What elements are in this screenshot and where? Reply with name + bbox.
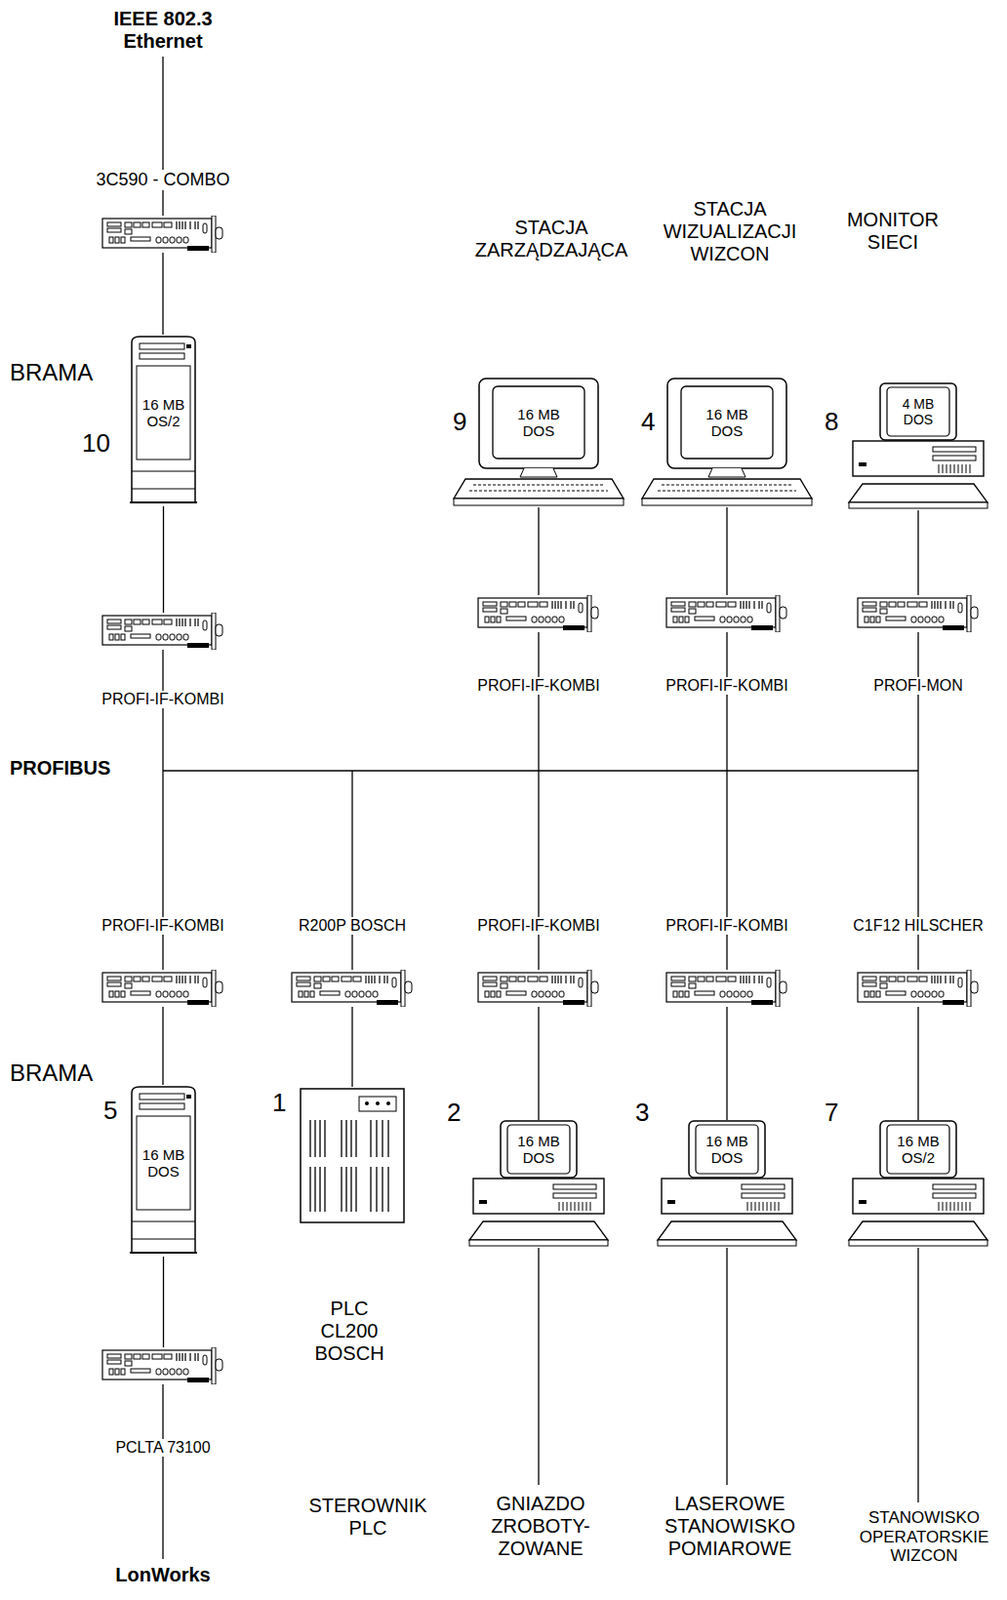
callout-number: 3 (635, 1098, 649, 1128)
network-card: PROFI-IF-KOMBI (477, 595, 601, 633)
network-name: IEEE 802.3 Ethernet (104, 7, 222, 53)
memory-os-label: 4 MB DOS (890, 396, 946, 428)
card-picture (665, 969, 789, 1007)
station-line (725, 1248, 727, 1486)
plc-picture (298, 1087, 406, 1225)
station-title: STACJA ZARZĄDZAJĄCA (475, 216, 629, 262)
station-line (537, 1248, 539, 1486)
gateway-computer: BRAMA516 MB DOS (127, 1085, 200, 1257)
network-card: 3C590 - COMBO (101, 215, 225, 253)
link-line (162, 506, 164, 613)
link-line (161, 1007, 163, 1086)
station-title: STEROWNIK PLC (308, 1494, 427, 1540)
card-label: PROFI-IF-KOMBI (474, 917, 603, 935)
memory-os-label: 16 MB DOS (135, 1146, 193, 1181)
device-label: PLC CL200 BOSCH (314, 1297, 384, 1366)
plc-cabinet: 1PLC CL200 BOSCHSTEROWNIK PLC (298, 1087, 406, 1225)
station-title: STACJA WIZUALIZACJI WIZCON (663, 198, 798, 266)
network-card: C1F12 HILSCHER (856, 969, 980, 1007)
workstation: 716 MB OS/2STANOWISKO OPERATORSKIE WIZCO… (845, 1120, 992, 1249)
card-label: PROFI-IF-KOMBI (662, 917, 791, 935)
callout-number: 4 (641, 407, 655, 438)
link-line (725, 507, 727, 596)
monitor-picture (640, 377, 814, 508)
link-line (351, 1007, 353, 1088)
network-card: PROFI-IF-KOMBI (665, 969, 789, 1007)
network-name: LonWorks (115, 1564, 210, 1587)
link-line (917, 510, 919, 596)
callout-number: 2 (446, 1098, 461, 1128)
card-label: PROFI-IF-KOMBI (98, 917, 227, 935)
card-label: PROFI-MON (870, 677, 967, 695)
network-card: PROFI-IF-KOMBI (665, 595, 789, 633)
station-title: GNIAZDO ZROBOTY- ZOWANE (490, 1492, 591, 1561)
card-label: PROFI-IF-KOMBI (474, 677, 603, 695)
card-label: PCLTA 73100 (112, 1439, 213, 1457)
link-line (161, 252, 163, 335)
station-title: STANOWISKO OPERATORSKIE WIZCON (859, 1508, 990, 1567)
card-label: 3C590 - COMBO (92, 169, 233, 191)
memory-os-label: 16 MB DOS (510, 405, 567, 441)
station-title: BRAMA (9, 359, 93, 387)
card-label: C1F12 HILSCHER (849, 917, 986, 935)
link-line (162, 1256, 164, 1348)
link-line (537, 507, 539, 596)
card-picture (101, 215, 225, 253)
memory-os-label: 16 MB DOS (510, 1132, 567, 1168)
card-label: R200P BOSCH (295, 917, 409, 935)
network-card: PROFI-IF-KOMBI (477, 969, 601, 1007)
callout-number: 8 (824, 407, 839, 438)
callout-number: 9 (452, 407, 467, 438)
station-line (917, 1248, 919, 1503)
network-card: PCLTA 73100 (101, 1347, 225, 1385)
card-label: PROFI-IF-KOMBI (662, 677, 791, 695)
memory-os-label: 16 MB DOS (698, 405, 756, 441)
card-picture (477, 969, 601, 1007)
card-picture (856, 969, 980, 1007)
network-card: R200P BOSCH (290, 969, 414, 1007)
workstation: STACJA ZARZĄDZAJĄCA916 MB DOS (451, 377, 626, 508)
card-picture (477, 595, 601, 633)
station-title: BRAMA (9, 1059, 93, 1088)
link-line (917, 1007, 919, 1121)
memory-os-label: 16 MB OS/2 (135, 396, 193, 431)
link-line (725, 1007, 727, 1121)
network-name: PROFIBUS (9, 757, 111, 780)
station-title: LASEROWE STANOWISKO POMIAROWE (664, 1492, 796, 1561)
callout-number: 10 (81, 429, 111, 459)
callout-number: 1 (272, 1088, 286, 1119)
lonworks-line (161, 1384, 163, 1560)
network-card: PROFI-IF-KOMBI (101, 612, 225, 650)
callout-number: 7 (824, 1098, 839, 1128)
card-picture (101, 1347, 225, 1385)
card-picture (290, 969, 414, 1007)
network-card: PROFI-MON (856, 595, 980, 633)
monitor-picture (451, 377, 626, 508)
card-picture (101, 969, 225, 1007)
card-picture (101, 612, 225, 650)
bus-drop (351, 770, 353, 970)
gateway-computer: BRAMA1016 MB OS/2 (127, 334, 200, 507)
memory-os-label: 16 MB DOS (698, 1132, 756, 1168)
memory-os-label: 16 MB OS/2 (889, 1132, 947, 1168)
workstation: 316 MB DOSLASEROWE STANOWISKO POMIAROWE (653, 1120, 801, 1249)
network-card: PROFI-IF-KOMBI (101, 969, 225, 1007)
callout-number: 5 (103, 1096, 118, 1127)
profibus-bus (162, 769, 919, 771)
ethernet-line (161, 56, 163, 216)
card-picture (856, 595, 980, 633)
card-label: PROFI-IF-KOMBI (98, 690, 227, 709)
workstation: MONITOR SIECI84 MB DOS (845, 382, 992, 511)
station-title: MONITOR SIECI (846, 208, 939, 254)
workstation: STACJA WIZUALIZACJI WIZCON416 MB DOS (640, 377, 814, 508)
link-line (537, 1007, 539, 1121)
workstation: 216 MB DOSGNIAZDO ZROBOTY- ZOWANE (465, 1120, 612, 1249)
card-picture (665, 595, 789, 633)
